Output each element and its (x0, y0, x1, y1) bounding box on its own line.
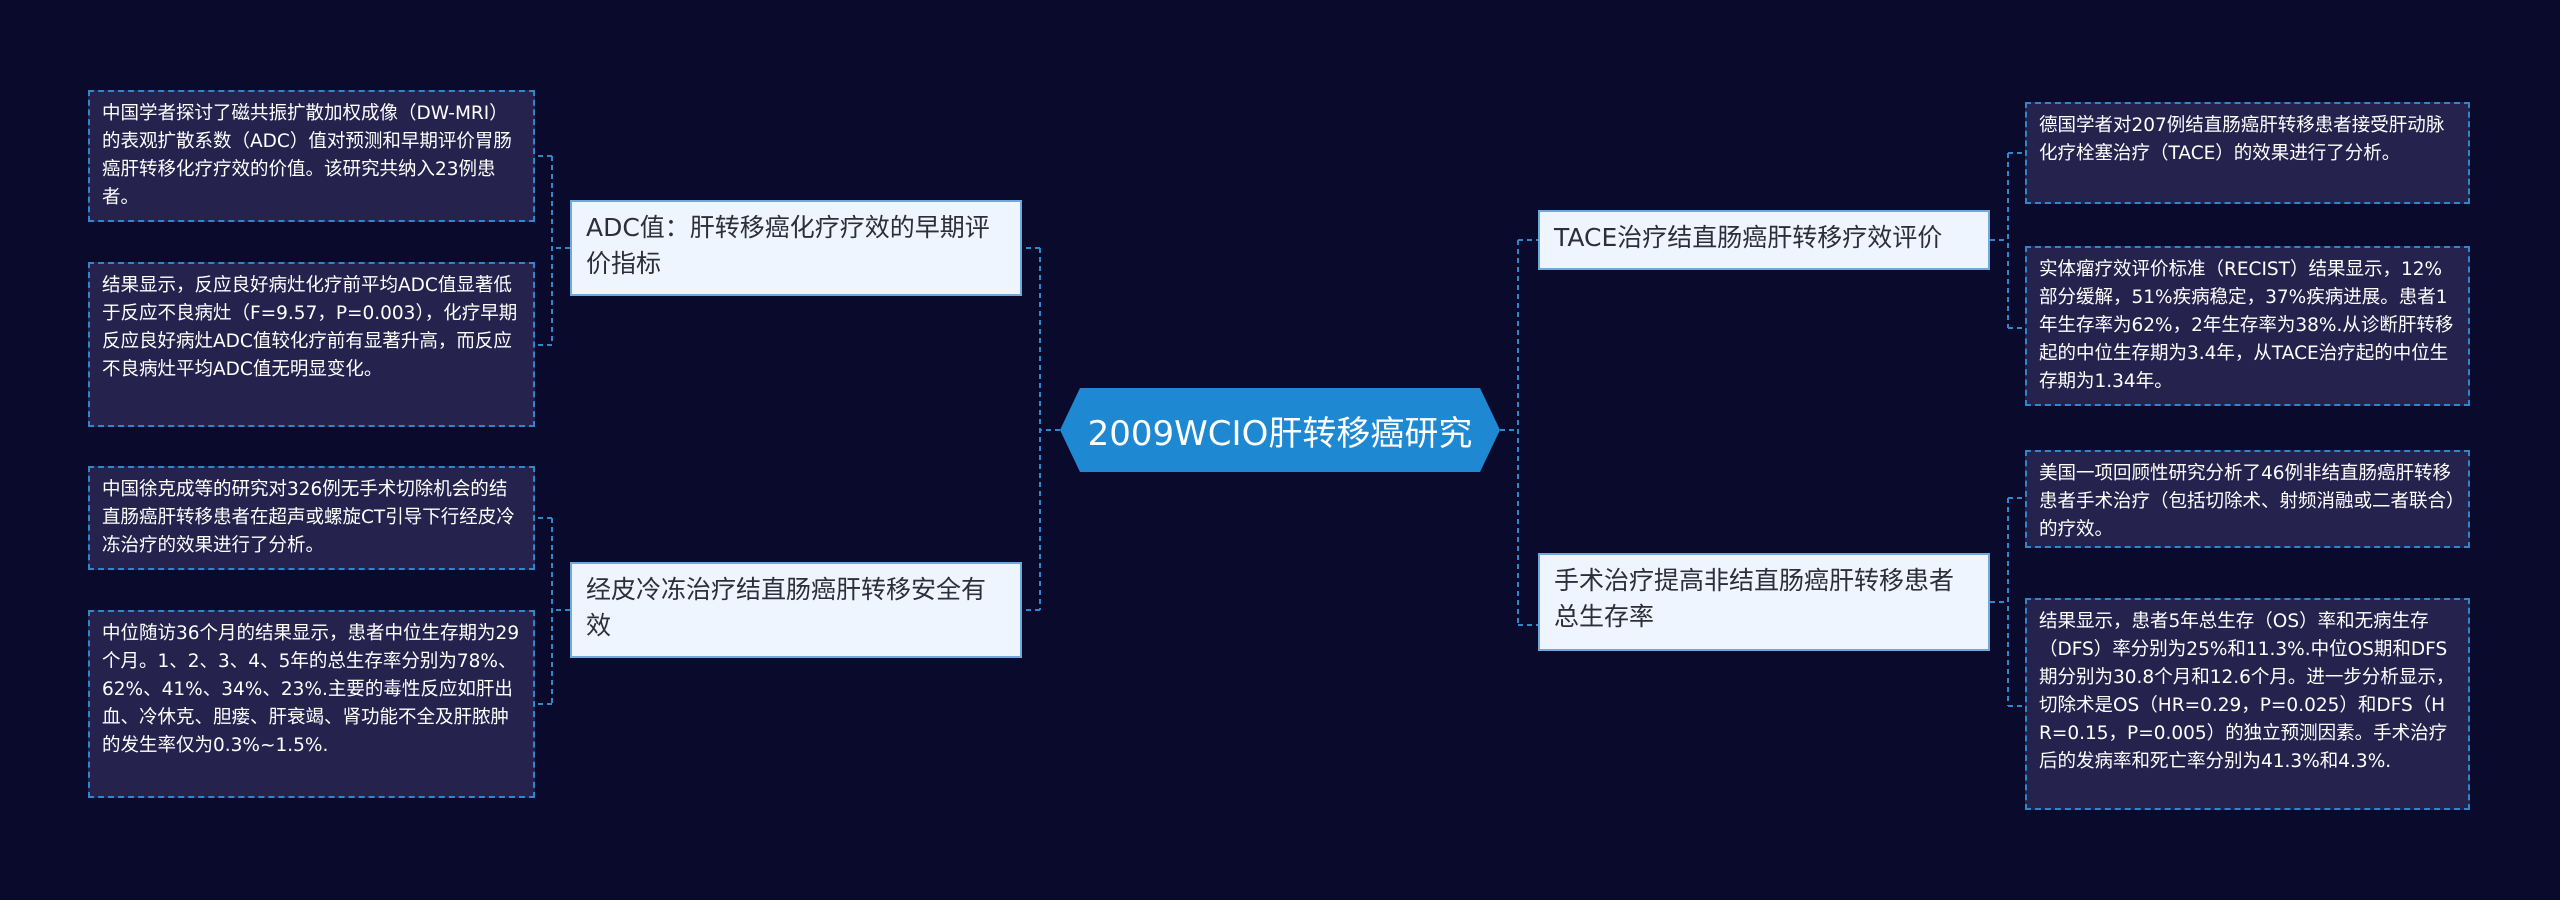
root-topic[interactable]: 2009WCIO肝转移癌研究 (1060, 388, 1500, 472)
leaf-tace-result[interactable]: 实体瘤疗效评价标准（RECIST）结果显示，12%部分缓解，51%疾病稳定，37… (2025, 246, 2470, 406)
leaf-surgery-intro[interactable]: 美国一项回顾性研究分析了46例非结直肠癌肝转移患者手术治疗（包括切除术、射频消融… (2025, 450, 2470, 548)
leaf-cryo-result[interactable]: 中位随访36个月的结果显示，患者中位生存期为29个月。1、2、3、4、5年的总生… (88, 610, 535, 798)
branch-tace[interactable]: TACE治疗结直肠癌肝转移疗效评价 (1538, 210, 1990, 270)
connector-branch-3 (1990, 152, 2025, 329)
connector-root-right (1500, 239, 1538, 626)
connector-branch-2 (535, 517, 570, 705)
branch-cryo[interactable]: 经皮冷冻治疗结直肠癌肝转移安全有效 (570, 562, 1022, 658)
leaf-adc-result[interactable]: 结果显示，反应良好病灶化疗前平均ADC值显著低于反应不良病灶（F=9.57，P=… (88, 262, 535, 427)
branch-surgery[interactable]: 手术治疗提高非结直肠癌肝转移患者总生存率 (1538, 553, 1990, 651)
connector-root-left (1022, 247, 1060, 611)
leaf-cryo-intro[interactable]: 中国徐克成等的研究对326例无手术切除机会的结直肠癌肝转移患者在超声或螺旋CT引… (88, 466, 535, 570)
branch-adc[interactable]: ADC值：肝转移癌化疗疗效的早期评价指标 (570, 200, 1022, 296)
leaf-tace-intro[interactable]: 德国学者对207例结直肠癌肝转移患者接受肝动脉化疗栓塞治疗（TACE）的效果进行… (2025, 102, 2470, 204)
leaf-adc-intro[interactable]: 中国学者探讨了磁共振扩散加权成像（DW-MRI）的表观扩散系数（ADC）值对预测… (88, 90, 535, 222)
connector-branch-4 (1990, 497, 2025, 707)
connector-branch-1 (535, 155, 570, 346)
leaf-surgery-result[interactable]: 结果显示，患者5年总生存（OS）率和无病生存（DFS）率分别为25%和11.3%… (2025, 598, 2470, 810)
